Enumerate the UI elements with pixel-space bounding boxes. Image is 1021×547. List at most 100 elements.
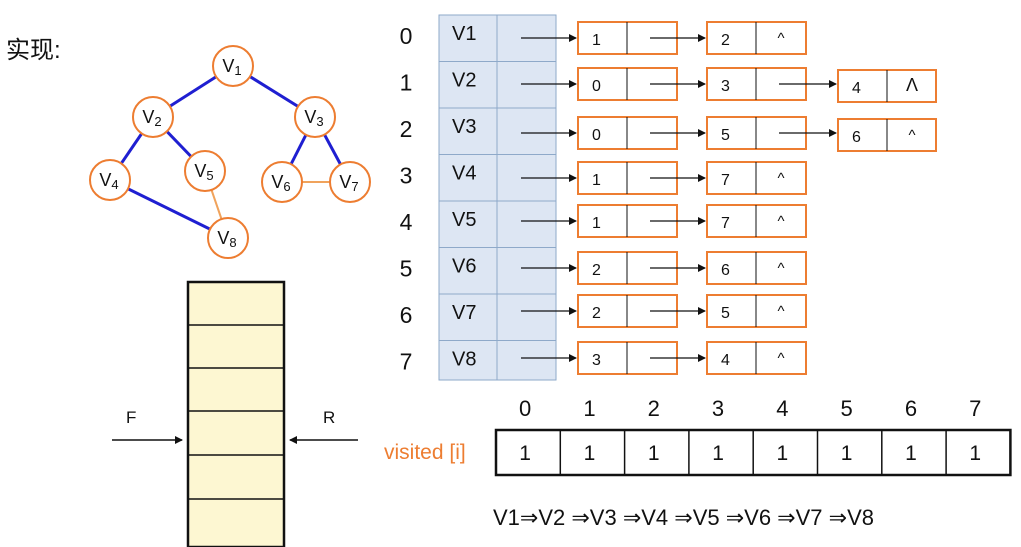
null-pointer: ^ <box>777 260 784 277</box>
row-index: 7 <box>400 349 413 375</box>
head-vertex-v8: V8 <box>452 349 476 371</box>
list-node-value: 7 <box>721 172 730 189</box>
node-label: V3 <box>304 107 323 129</box>
visited-index: 1 <box>583 396 595 421</box>
node-circle <box>207 217 249 259</box>
row-index: 2 <box>400 116 413 142</box>
list-node-value: 6 <box>852 129 861 146</box>
graph-edges <box>108 64 352 240</box>
visited-index: 7 <box>969 396 981 421</box>
list-node: 5 <box>706 116 837 150</box>
row-index: 3 <box>400 163 413 189</box>
row-index: 6 <box>400 302 413 328</box>
list-node-value: 0 <box>592 78 601 95</box>
visited-index: 4 <box>776 396 788 421</box>
list-node: 7^ <box>706 161 807 195</box>
list-node-value: 4 <box>852 80 861 97</box>
node-v4: V4 <box>89 159 131 201</box>
visited-index: 3 <box>712 396 724 421</box>
node-v6: V6 <box>261 161 303 203</box>
node-circle <box>184 150 226 192</box>
node-circle <box>212 45 254 87</box>
list-node: 6^ <box>706 251 807 285</box>
visited-label: visited [i] <box>384 441 466 464</box>
queue-box <box>186 280 286 547</box>
visited-value: 1 <box>584 442 596 465</box>
node-circle <box>294 96 336 138</box>
null-pointer: ^ <box>908 127 915 144</box>
traversal-order: V1⇒V2 ⇒V3 ⇒V4 ⇒V5 ⇒V6 ⇒V7 ⇒V8 <box>493 505 874 530</box>
list-node: 3 <box>577 341 706 375</box>
row-index: 5 <box>400 256 413 282</box>
queue <box>112 280 358 547</box>
rear-label: R <box>323 408 336 427</box>
null-pointer: ^ <box>777 170 784 187</box>
list-node: 7^ <box>706 204 807 238</box>
null-pointer: ^ <box>777 30 784 47</box>
node-v2: V2 <box>132 96 174 138</box>
head-vertex-v3: V3 <box>452 116 476 138</box>
list-node-value: 3 <box>592 352 601 369</box>
list-node: 0 <box>577 67 706 101</box>
head-vertex-v1: V1 <box>452 23 476 45</box>
node-circle <box>329 161 371 203</box>
node-label: V2 <box>142 107 161 129</box>
list-node: 1 <box>577 21 706 55</box>
list-node: 2^ <box>706 21 807 55</box>
list-node: 2 <box>577 294 706 328</box>
visited-value: 1 <box>648 442 660 465</box>
node-label: V4 <box>99 170 118 192</box>
node-circle <box>89 159 131 201</box>
null-pointer: ^ <box>777 213 784 230</box>
list-node-value: 3 <box>721 78 730 95</box>
node-circle <box>132 96 174 138</box>
visited-value: 1 <box>905 442 917 465</box>
head-vertex-v4: V4 <box>452 163 476 185</box>
null-pointer: Λ <box>906 75 918 95</box>
list-node-value: 2 <box>721 32 730 49</box>
node-label: V5 <box>194 161 213 183</box>
visited-value: 1 <box>777 442 789 465</box>
list-node-value: 5 <box>721 127 730 144</box>
title-label: 实现: <box>6 37 61 64</box>
list-node: 2 <box>577 251 706 285</box>
node-label: V8 <box>217 228 236 250</box>
list-node: 4^ <box>706 341 807 375</box>
list-node: 5^ <box>706 294 807 328</box>
list-node: 0 <box>577 116 706 150</box>
list-node-value: 2 <box>592 305 601 322</box>
node-v8: V8 <box>207 217 249 259</box>
node-label: V1 <box>222 56 241 78</box>
list-node: 6^ <box>837 118 937 152</box>
list-node-value: 1 <box>592 215 601 232</box>
list-node-value: 7 <box>721 215 730 232</box>
node-v5: V5 <box>184 150 226 192</box>
list-node-value: 6 <box>721 262 730 279</box>
edge-v4-v8 <box>109 178 229 240</box>
front-label: F <box>126 408 137 427</box>
visited-value: 1 <box>519 442 531 465</box>
list-node: 3 <box>706 67 837 101</box>
row-index: 1 <box>400 70 413 96</box>
node-label: V6 <box>271 172 290 194</box>
node-v1: V1 <box>212 45 254 87</box>
list-node-value: 2 <box>592 262 601 279</box>
list-node-value: 4 <box>721 352 730 369</box>
visited-index: 5 <box>841 396 853 421</box>
visited-value: 1 <box>969 442 981 465</box>
null-pointer: ^ <box>777 303 784 320</box>
list-node-value: 1 <box>592 32 601 49</box>
list-node-value: 5 <box>721 305 730 322</box>
list-node: 1 <box>577 161 706 195</box>
row-index: 4 <box>400 209 413 235</box>
node-v3: V3 <box>294 96 336 138</box>
visited-value: 1 <box>712 442 724 465</box>
visited-index: 2 <box>648 396 660 421</box>
row-index: 0 <box>400 23 413 49</box>
